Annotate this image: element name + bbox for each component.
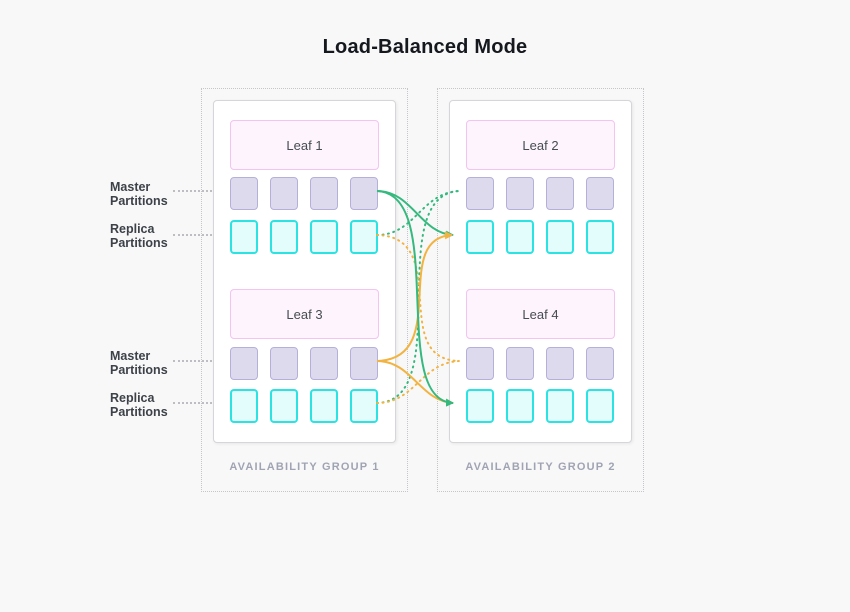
label-line: Replica (110, 391, 155, 405)
leaf-3-label: Leaf 3 (286, 306, 323, 322)
label-line: Master (110, 180, 151, 194)
label-line: Master (110, 349, 151, 363)
leader-line-replica-3 (173, 402, 228, 404)
availability-group-2: Leaf 2 Leaf 4 AVAILABILITY GROUP 2 (437, 88, 644, 492)
label-line: Replica (110, 222, 155, 236)
leaf3-replica-partition (230, 389, 258, 423)
label-line: Partitions (110, 405, 168, 419)
leaf3-master-partition (310, 347, 338, 380)
leaf-1-label: Leaf 1 (286, 137, 323, 153)
label-line: Partitions (110, 363, 168, 377)
leader-line-replica-1 (173, 234, 228, 236)
label-leaf3-replica-partitions: Replica Partitions (110, 391, 168, 419)
leaf4-replica-partition (466, 389, 494, 423)
leaf1-replica-partition (350, 220, 378, 254)
leaf3-master-partition (230, 347, 258, 380)
leaf1-master-partition (350, 177, 378, 210)
leaf4-master-partition (586, 347, 614, 380)
leaf4-replica-partition (586, 389, 614, 423)
leaf-2-box: Leaf 2 (466, 120, 615, 170)
leaf1-replica-partition (270, 220, 298, 254)
label-leaf1-replica-partitions: Replica Partitions (110, 222, 168, 250)
leaf2-master-partition (586, 177, 614, 210)
leaf-4-label: Leaf 4 (522, 306, 559, 322)
leaf2-replica-partition (586, 220, 614, 254)
leaf-card-group2: Leaf 2 Leaf 4 (449, 100, 632, 443)
leaf3-replica-partition (310, 389, 338, 423)
label-line: Partitions (110, 194, 168, 208)
leaf1-replica-partition (310, 220, 338, 254)
leaf3-replica-partition (350, 389, 378, 423)
label-line: Partitions (110, 236, 168, 250)
leaf2-master-partition (546, 177, 574, 210)
leaf1-master-partition (310, 177, 338, 210)
leaf3-replica-partition (270, 389, 298, 423)
leaf2-replica-partition (506, 220, 534, 254)
leaf1-master-partition (230, 177, 258, 210)
leaf2-replica-partition (466, 220, 494, 254)
leaf4-replica-partition (506, 389, 534, 423)
label-leaf1-master-partitions: Master Partitions (110, 180, 168, 208)
availability-group-1: Leaf 1 Leaf 3 AVAILABILITY GROUP 1 (201, 88, 408, 492)
availability-group-1-caption: AVAILABILITY GROUP 1 (229, 461, 380, 473)
availability-group-2-caption: AVAILABILITY GROUP 2 (465, 461, 616, 473)
leaf-1-box: Leaf 1 (230, 120, 379, 170)
leaf-3-box: Leaf 3 (230, 289, 379, 339)
leader-line-master-3 (173, 360, 228, 362)
leaf3-master-partition (350, 347, 378, 380)
leaf1-master-partition (270, 177, 298, 210)
leaf-4-box: Leaf 4 (466, 289, 615, 339)
leaf-card-group1: Leaf 1 Leaf 3 (213, 100, 396, 443)
leaf3-master-partition (270, 347, 298, 380)
leaf1-replica-partition (230, 220, 258, 254)
leaf2-master-partition (506, 177, 534, 210)
leaf2-master-partition (466, 177, 494, 210)
leaf2-replica-partition (546, 220, 574, 254)
leaf4-master-partition (466, 347, 494, 380)
leaf-2-label: Leaf 2 (522, 137, 559, 153)
page-title: Load-Balanced Mode (322, 36, 528, 58)
label-leaf3-master-partitions: Master Partitions (110, 349, 168, 377)
leader-line-master-1 (173, 190, 228, 192)
leaf4-replica-partition (546, 389, 574, 423)
leaf4-master-partition (506, 347, 534, 380)
leaf4-master-partition (546, 347, 574, 380)
